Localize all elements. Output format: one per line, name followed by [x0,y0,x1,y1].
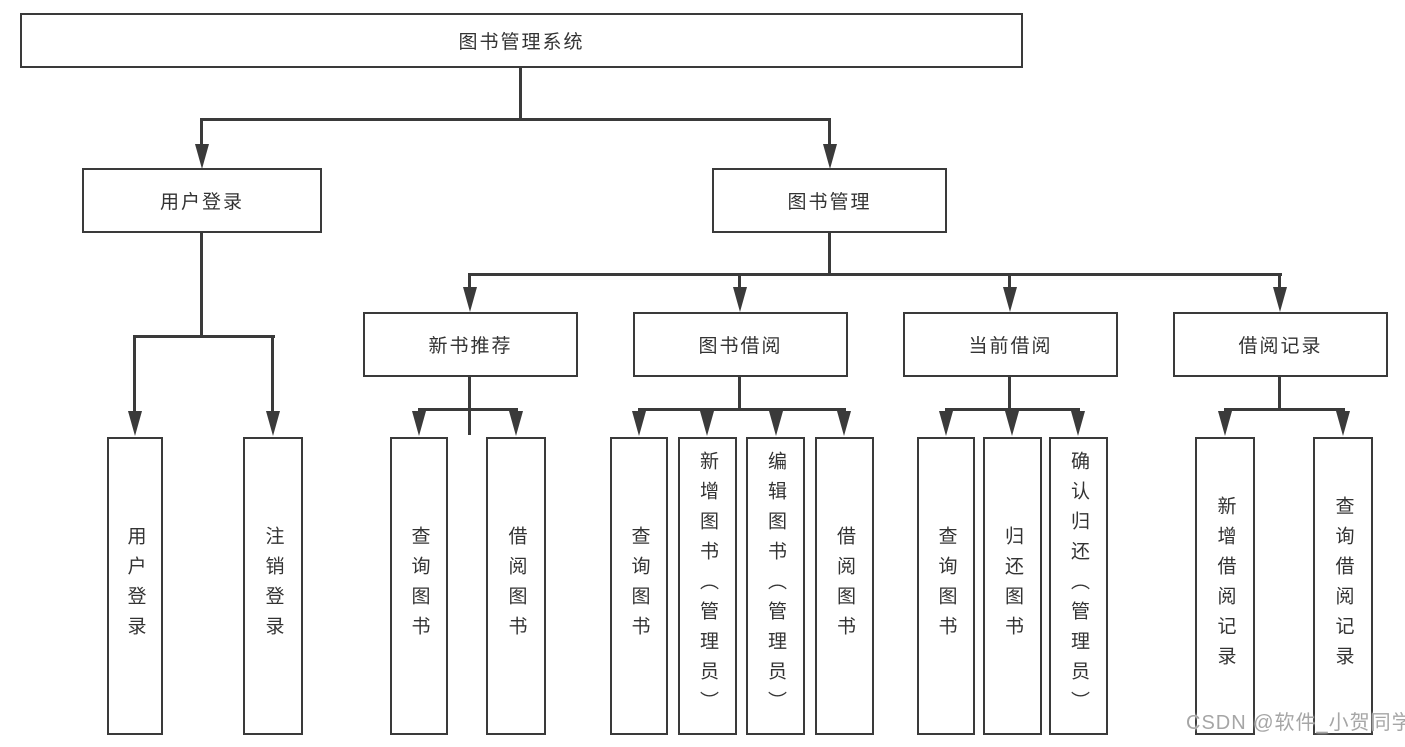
connector-vline [468,377,471,408]
connector-vline [468,408,471,435]
node-new-book-recommend-label: 新书推荐 [428,336,513,357]
leaf-query-borrow-record-label: 查询借阅记录 [1332,496,1354,676]
connector-arrowhead [195,144,209,169]
connector-hline [201,118,831,121]
node-book-borrow: 图书借阅 [633,312,848,377]
leaf-add-books-admin: 新增图书（管理员） [678,437,737,735]
root-node-label: 图书管理系统 [458,32,585,53]
connector-arrowhead [266,411,280,436]
leaf-query-borrow-record: 查询借阅记录 [1313,437,1373,735]
root-node-library-system: 图书管理系统 [20,13,1023,68]
connector-arrowhead [1336,411,1350,436]
connector-vline [1008,273,1011,289]
connector-vline [200,118,203,146]
node-new-book-recommend: 新书推荐 [363,312,578,377]
connector-vline [133,335,136,412]
connector-arrowhead [769,411,783,436]
connector-vline [1008,377,1011,408]
connector-hline [638,408,846,411]
connector-vline [200,233,203,335]
leaf-add-books-admin-label: 新增图书（管理员） [697,451,718,721]
leaf-current-query-books-label: 查询图书 [935,526,957,646]
node-current-borrow-label: 当前借阅 [968,336,1053,357]
leaf-borrow-borrow-books: 借阅图书 [815,437,874,735]
watermark: CSDN @软件_小贺同学 [1186,712,1405,734]
leaf-borrow-query-books: 查询图书 [610,437,668,735]
connector-arrowhead [700,411,714,436]
leaf-logout: 注销登录 [243,437,303,735]
connector-arrowhead [823,144,837,169]
connector-hline [134,335,275,338]
connector-hline [1224,408,1345,411]
node-book-management: 图书管理 [712,168,947,233]
connector-vline [519,68,522,118]
leaf-edit-books-admin-label: 编辑图书（管理员） [765,451,786,721]
connector-arrowhead [412,411,426,436]
connector-arrowhead [463,287,477,312]
connector-vline [468,273,471,289]
connector-arrowhead [1003,287,1017,312]
connector-vline [828,118,831,146]
node-user-login: 用户登录 [82,168,322,233]
leaf-user-login-label: 用户登录 [124,526,146,646]
leaf-recommend-query-books-label: 查询图书 [408,526,430,646]
leaf-borrow-borrow-books-label: 借阅图书 [834,526,855,646]
leaf-borrow-query-books-label: 查询图书 [628,526,650,646]
node-borrow-records: 借阅记录 [1173,312,1388,377]
leaf-return-books: 归还图书 [983,437,1042,735]
connector-hline [469,273,1282,276]
connector-arrowhead [939,411,953,436]
connector-arrowhead [632,411,646,436]
connector-vline [1278,377,1281,408]
connector-vline [1278,273,1281,289]
connector-vline [828,233,831,273]
leaf-user-login: 用户登录 [107,437,163,735]
node-book-management-label: 图书管理 [787,192,872,213]
connector-arrowhead [1071,411,1085,436]
leaf-recommend-borrow-books: 借阅图书 [486,437,546,735]
connector-arrowhead [733,287,747,312]
connector-arrowhead [1005,411,1019,436]
node-borrow-records-label: 借阅记录 [1238,336,1323,357]
connector-arrowhead [837,411,851,436]
connector-vline [271,335,274,412]
node-current-borrow: 当前借阅 [903,312,1118,377]
leaf-recommend-borrow-books-label: 借阅图书 [505,526,527,646]
leaf-return-books-label: 归还图书 [1002,526,1023,646]
leaf-edit-books-admin: 编辑图书（管理员） [746,437,805,735]
leaf-recommend-query-books: 查询图书 [390,437,448,735]
connector-vline [738,377,741,408]
connector-arrowhead [1273,287,1287,312]
leaf-confirm-return-admin: 确认归还（管理员） [1049,437,1108,735]
leaf-confirm-return-admin-label: 确认归还（管理员） [1068,451,1089,721]
connector-vline [738,273,741,289]
leaf-add-borrow-record: 新增借阅记录 [1195,437,1255,735]
node-user-login-label: 用户登录 [159,192,244,213]
connector-arrowhead [128,411,142,436]
node-book-borrow-label: 图书借阅 [698,336,783,357]
connector-hline [945,408,1080,411]
leaf-current-query-books: 查询图书 [917,437,975,735]
leaf-logout-label: 注销登录 [262,526,284,646]
connector-arrowhead [1218,411,1232,436]
connector-arrowhead [509,411,523,436]
leaf-add-borrow-record-label: 新增借阅记录 [1214,496,1236,676]
